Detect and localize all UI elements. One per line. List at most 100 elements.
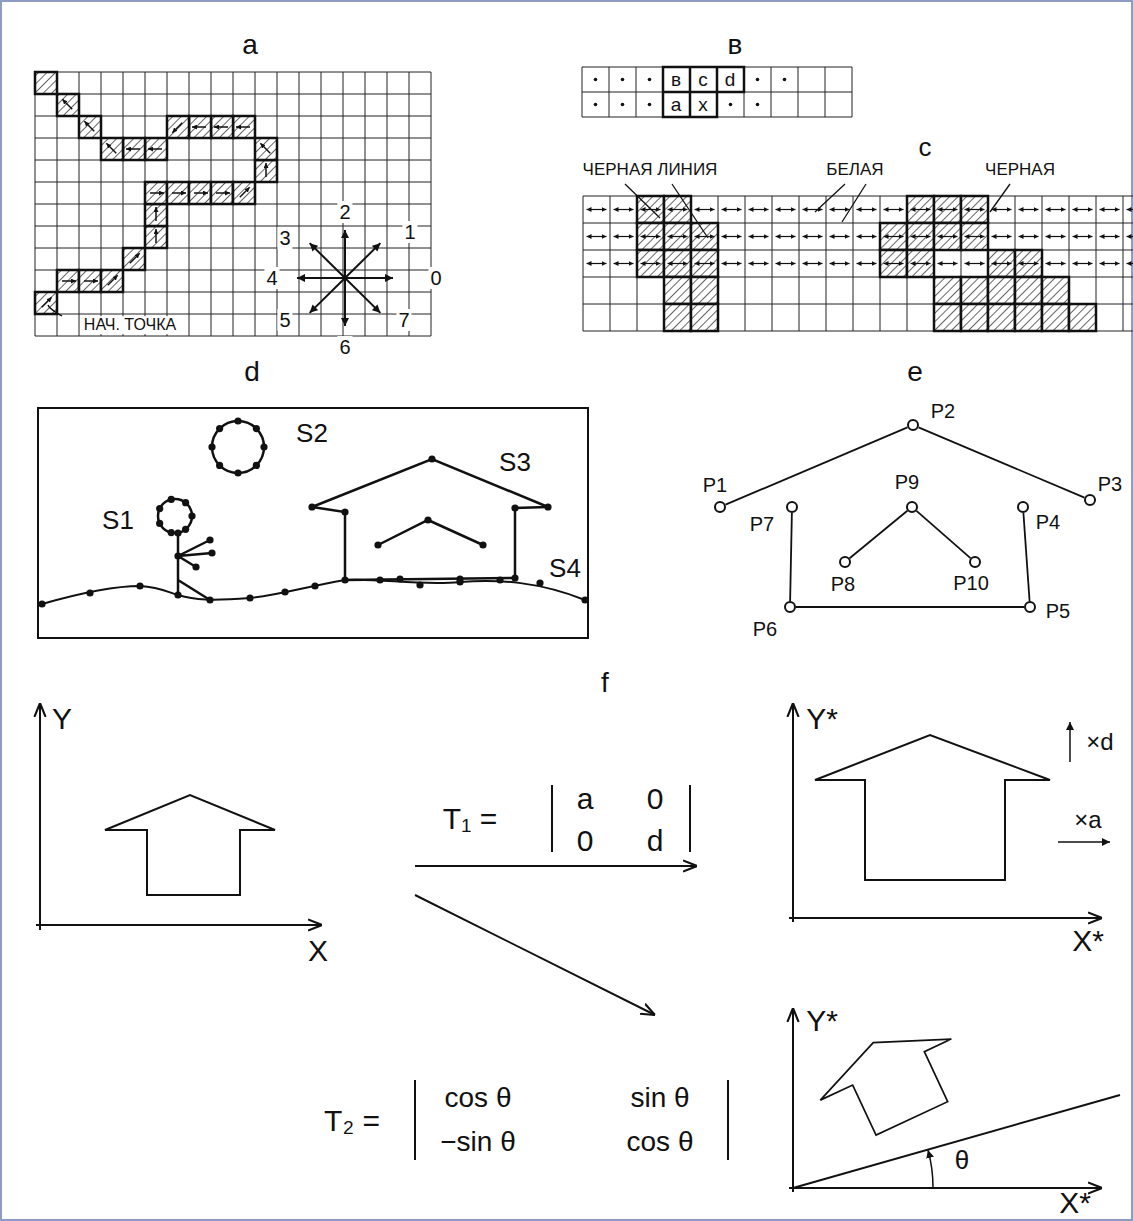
run-arrow	[1046, 263, 1066, 264]
vertex-dot	[216, 425, 223, 432]
hatched-cell	[664, 250, 691, 277]
run-arrow	[1073, 236, 1093, 237]
hatched-cell	[189, 116, 211, 138]
run-arrow	[911, 236, 931, 237]
hatched-cell	[664, 223, 691, 250]
graph-vertex: P6	[784, 601, 796, 613]
hatched-cell	[934, 196, 961, 223]
run-arrow	[830, 263, 850, 264]
run-arrow	[884, 263, 904, 264]
cell-letter: x	[698, 95, 708, 116]
direction-number: 7	[396, 309, 411, 331]
direction-arrow	[345, 277, 393, 279]
hatched-cell	[934, 277, 961, 304]
graph-edge	[850, 511, 908, 558]
vertex-dots	[38, 417, 588, 607]
vertex-dot	[479, 541, 486, 548]
panel-letter: f	[601, 668, 609, 699]
hatched-cell	[233, 182, 255, 204]
grid-line	[745, 196, 746, 331]
cell-dot	[621, 78, 625, 82]
hatched-cell	[691, 223, 718, 250]
neighbour-cells	[582, 67, 852, 117]
run-length-grid	[583, 184, 1133, 331]
vertex-dot	[260, 443, 267, 450]
run-arrow	[749, 209, 769, 210]
hatched-cell	[961, 223, 988, 250]
x-axis	[789, 1187, 1102, 1189]
hatched-cell	[255, 138, 277, 160]
vertex-dot	[308, 503, 315, 510]
object-label: S4	[549, 554, 581, 583]
graph-vertex: P2	[907, 419, 919, 431]
hatched-cell	[167, 116, 189, 138]
run-arrow	[1127, 236, 1133, 237]
chain-arrow	[150, 192, 164, 194]
scene-frame	[38, 408, 588, 638]
vertex-label: P1	[703, 474, 727, 496]
grid	[35, 72, 431, 336]
vertex-label: P3	[1098, 473, 1122, 495]
run-arrow	[965, 263, 985, 264]
chain-arrow	[155, 207, 157, 221]
vertex-dot	[156, 520, 163, 527]
hatched-cell	[101, 138, 123, 160]
graph-vertex: P8	[839, 556, 851, 568]
axis-label: X*	[1072, 924, 1104, 957]
matrix-bars	[415, 1080, 728, 1160]
grid-line	[35, 94, 431, 95]
graph-edge	[726, 427, 908, 504]
run-arrow	[614, 263, 634, 264]
start-note: НАЧ. ТОЧКА	[82, 316, 178, 334]
chain-arrow	[62, 280, 76, 282]
hatched-cell	[167, 182, 189, 204]
grid-line	[610, 196, 611, 331]
chain-arrow	[216, 192, 230, 194]
vertex-dot	[174, 529, 181, 536]
graph-vertex: P4	[1017, 501, 1029, 513]
graph-vertex: P1	[714, 501, 726, 513]
transform-figures	[36, 703, 1120, 1192]
scale-arrow	[1058, 841, 1110, 843]
vertex-dot	[86, 589, 93, 596]
vertex-dot	[136, 582, 143, 589]
run-arrow	[965, 209, 985, 210]
vertex-dot	[511, 574, 518, 581]
y-axis	[39, 703, 41, 930]
vertex-dot	[253, 425, 260, 432]
chain-arrow	[265, 163, 267, 177]
matrix-entry: −sin θ	[440, 1127, 516, 1158]
hatched-cell	[255, 160, 277, 182]
direction-number: 3	[277, 227, 292, 249]
vertex-dot	[168, 529, 175, 536]
hatched-cell	[1015, 250, 1042, 277]
hatched-cell	[880, 250, 907, 277]
run-arrow	[911, 263, 931, 264]
vertex-dot	[496, 576, 503, 583]
direction-number: 0	[428, 267, 443, 289]
line-caption: ЧЕРНАЯ	[985, 161, 1055, 180]
run-arrow	[722, 236, 742, 237]
vertex-dot	[341, 508, 348, 515]
run-arrow	[614, 236, 634, 237]
hatched-cell	[1015, 277, 1042, 304]
cell-dot	[756, 78, 760, 82]
chain-arrow	[148, 148, 162, 150]
vertex-dot	[216, 462, 223, 469]
run-arrow	[1100, 236, 1120, 237]
object-label: S2	[296, 419, 328, 448]
hatched-cell	[123, 138, 145, 160]
chain-arrow	[108, 275, 118, 285]
run-arrow	[992, 263, 1012, 264]
run-arrow	[992, 209, 1012, 210]
run-arrow	[1019, 236, 1039, 237]
chain-arrow	[155, 229, 157, 243]
matrix-entry: sin θ	[630, 1083, 689, 1114]
chain-arrow	[106, 143, 116, 153]
run-arrow	[938, 263, 958, 264]
run-arrow	[722, 263, 742, 264]
house-shape	[105, 795, 275, 895]
cell-dot	[729, 103, 733, 107]
line-caption: БЕЛАЯ	[826, 161, 883, 180]
